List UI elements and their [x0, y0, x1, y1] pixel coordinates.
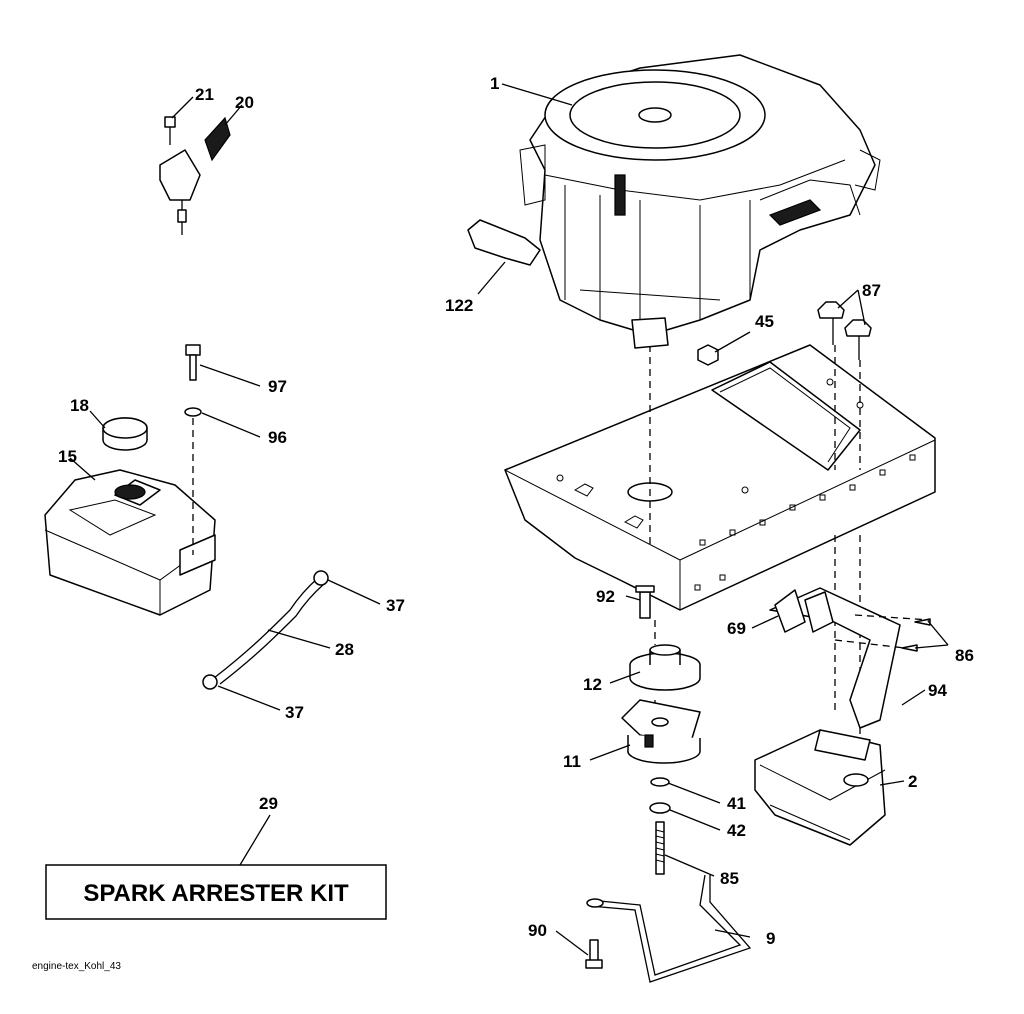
fuel-cap-illustration — [102, 417, 148, 451]
part-label: 86 — [955, 646, 974, 665]
part-label: 15 — [58, 447, 77, 466]
part-label: 12 — [583, 675, 602, 694]
part-label: 9 — [766, 929, 775, 948]
part-label: 69 — [727, 619, 746, 638]
part-label: 18 — [70, 396, 89, 415]
part-label: 11 — [563, 752, 581, 771]
part-label: 87 — [862, 281, 881, 300]
engine-bracket-illustration — [467, 219, 541, 266]
part-labels: 1 2 9 11 12 15 18 20 21 28 29 37 37 41 4… — [58, 74, 974, 948]
part-label: 85 — [720, 869, 739, 888]
part-label: 29 — [259, 794, 278, 813]
throttle-control-illustration — [159, 116, 231, 235]
part-label: 20 — [235, 93, 254, 112]
diagram-filename: engine-tex_Kohl_43 — [32, 961, 121, 972]
fuel-line-illustration — [202, 570, 329, 690]
part-label: 90 — [528, 921, 547, 940]
part-label: 45 — [755, 312, 774, 331]
part-label: 94 — [928, 681, 947, 700]
kit-box-text: SPARK ARRESTER KIT — [83, 880, 349, 907]
nut-illustration — [697, 344, 719, 366]
part-label: 41 — [727, 794, 746, 813]
part-label: 92 — [596, 587, 615, 606]
fuel-tank-illustration — [44, 469, 216, 616]
bolt-washer-illustration — [184, 344, 202, 555]
part-label: 37 — [386, 596, 405, 615]
part-label: 28 — [335, 640, 354, 659]
part-label: 2 — [908, 772, 917, 791]
part-label: 37 — [285, 703, 304, 722]
rod-illustration — [585, 874, 752, 983]
part-label: 42 — [727, 821, 746, 840]
part-label: 122 — [445, 296, 473, 315]
part-label: 21 — [195, 85, 214, 104]
muffler-illustration — [754, 587, 931, 846]
part-label: 96 — [268, 428, 287, 447]
leader-lines — [69, 83, 949, 956]
flange-bolts-illustration — [817, 301, 872, 360]
engine-illustration — [519, 54, 881, 349]
pulley-clutch-illustration — [621, 585, 701, 875]
chassis-frame-illustration — [504, 344, 936, 745]
part-label: 1 — [490, 74, 499, 93]
spark-arrester-kit-box: SPARK ARRESTER KIT — [45, 864, 387, 920]
part-label: 97 — [268, 377, 287, 396]
